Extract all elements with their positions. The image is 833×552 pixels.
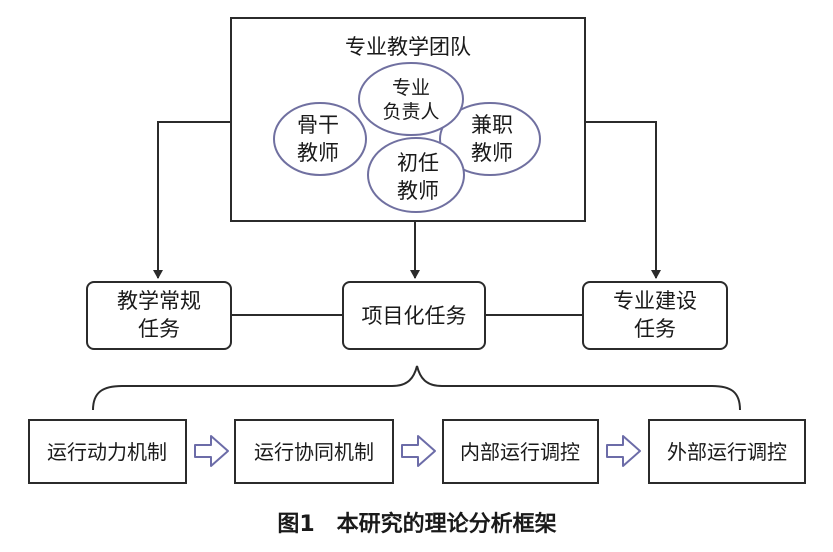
connector-team-routine — [153, 121, 231, 279]
role-novice-line2: 教师 — [397, 179, 439, 203]
task-routine-box — [86, 281, 232, 350]
role-novice-line1: 初任 — [397, 151, 439, 175]
mechanism-box-1 — [28, 419, 187, 484]
role-ellipse-parttime — [439, 102, 541, 176]
flow-arrow-3 — [606, 435, 641, 467]
mechanism-box-4 — [648, 419, 806, 484]
role-ellipse-leader — [358, 62, 464, 136]
figure-caption: 图1 本研究的理论分析框架 — [277, 511, 556, 537]
role-leader-line2: 负责人 — [382, 101, 439, 123]
mechanism-box-2 — [234, 419, 394, 484]
mechanism-label-3: 内部运行调控 — [460, 440, 580, 464]
task-project-label: 项目化任务 — [362, 304, 467, 328]
role-backbone-line1: 骨干 — [297, 113, 339, 137]
connector-team-construction — [585, 121, 661, 279]
role-ellipse-novice — [367, 137, 465, 213]
mechanism-label-4: 外部运行调控 — [667, 440, 787, 464]
task-construction-line2: 任务 — [634, 317, 676, 341]
role-leader-line1: 专业 — [392, 77, 430, 99]
role-parttime-line1: 兼职 — [471, 113, 513, 137]
task-construction-line1: 专业建设 — [613, 289, 697, 313]
role-backbone-line2: 教师 — [297, 141, 339, 165]
task-routine-line2: 任务 — [138, 317, 180, 341]
task-routine-line1: 教学常规 — [117, 289, 201, 313]
role-ellipse-backbone — [273, 102, 367, 176]
task-project-box — [342, 281, 486, 350]
mechanism-box-3 — [442, 419, 599, 484]
team-box — [230, 17, 586, 222]
grouping-brace — [92, 365, 741, 411]
task-construction-box — [582, 281, 728, 350]
role-parttime-line2: 教师 — [471, 141, 513, 165]
flow-arrow-2 — [401, 435, 436, 467]
mechanism-label-2: 运行协同机制 — [254, 440, 374, 464]
flow-arrow-1 — [194, 435, 229, 467]
mechanism-label-1: 运行动力机制 — [47, 440, 167, 464]
team-title: 专业教学团队 — [345, 35, 471, 59]
